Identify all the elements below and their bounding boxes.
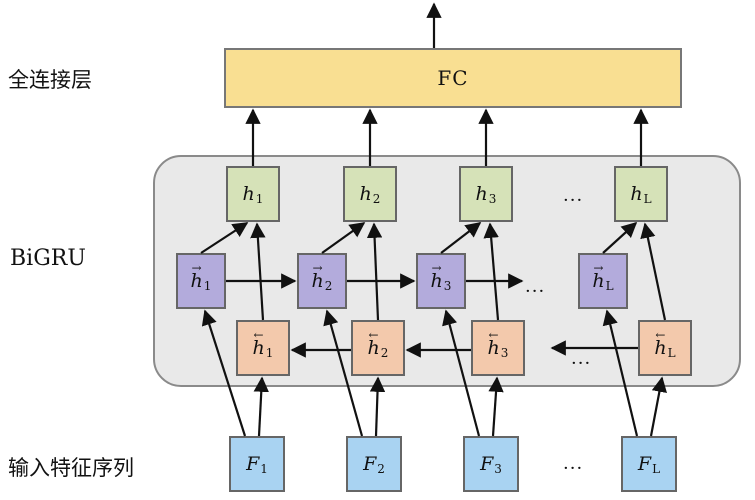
input-sequence-label: 输入特征序列 <box>8 456 134 480</box>
fwd3-to-h3-arrow <box>440 222 482 254</box>
bwd1-to-h1-arrow <box>250 222 266 321</box>
backward-box-L: hL <box>638 320 692 376</box>
forward-box-1: h1 <box>176 253 226 309</box>
forward-box-3: h3 <box>416 253 466 309</box>
in2-to-bwd2-arrow <box>369 376 386 437</box>
inL-to-fwdL-arrow <box>602 309 639 437</box>
backward-box-2: h2 <box>351 320 405 376</box>
bwdL-to-hL-arrow <box>640 222 667 321</box>
backward-ellipsis: ··· <box>571 353 592 374</box>
in3-to-bwd3-arrow <box>488 376 504 437</box>
bwd2-to-h2-arrow <box>366 222 383 321</box>
input-ellipsis: ··· <box>563 458 584 479</box>
fc-box: FC <box>224 48 682 108</box>
in1-to-fwd1-arrow <box>201 309 247 437</box>
fwdL-to-hL-arrow <box>602 221 638 254</box>
fwd2-to-h2-arrow <box>321 222 366 254</box>
forward-box-2: h2 <box>297 253 347 309</box>
forward-box-L: hL <box>578 253 628 309</box>
bigru-label: BiGRU <box>10 246 86 271</box>
backward-box-3: h3 <box>471 320 525 376</box>
in3-to-fwd3-arrow <box>442 309 481 437</box>
inL-to-bwdL-arrow <box>649 376 667 437</box>
bwd3-to-h3-arrow <box>483 222 500 321</box>
in2-to-fwd2-arrow <box>323 309 364 437</box>
forward-ellipsis: ··· <box>525 281 546 302</box>
fwd1-to-h1-arrow <box>200 222 249 254</box>
hidden-ellipsis: ··· <box>563 190 584 211</box>
backward-box-1: h1 <box>236 320 290 376</box>
fc-layer-label: 全连接层 <box>8 68 92 92</box>
in1-to-bwd1-arrow <box>253 376 269 437</box>
